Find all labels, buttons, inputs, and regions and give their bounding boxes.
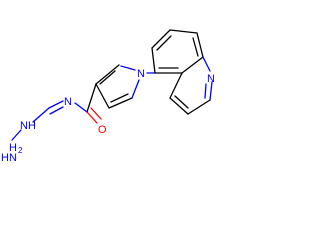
bond-cimine-nh [32, 107, 50, 123]
bond-c3-c4-double [174, 95, 189, 109]
pyrrole-ring [95, 64, 140, 109]
molecule-diagram: N N N O NH H N H 2 [1, 29, 215, 164]
bond-nh-n [11, 129, 22, 141]
hydrazine-h2-subscript: 2 [18, 146, 23, 155]
bond-n1-c2 [120, 65, 136, 71]
bond-n1-c2 [209, 81, 213, 101]
bond-n1-c2-double [204, 83, 207, 99]
structure-drawing: N N N O NH H N H 2 [1, 29, 215, 164]
bond-c8a-n1 [202, 56, 211, 72]
amide-nitrogen-label: N [64, 96, 72, 108]
pyrrole-nitrogen-label: N [137, 68, 145, 80]
bond-c6-c7-double [156, 35, 172, 51]
bond-carbonyl-o-double [90, 107, 102, 120]
bond-c3-c4 [169, 97, 189, 115]
hydrazine-n-label: N [9, 152, 17, 164]
bond-c2-c3 [187, 99, 211, 115]
bond-c4-c5-double [110, 93, 129, 103]
bond-c4-c5 [108, 97, 133, 109]
carbonyl-oxygen-label: O [98, 124, 107, 136]
amide-group [74, 83, 102, 124]
hydrazine-chain [11, 100, 64, 141]
bond-c5-c6 [151, 47, 156, 74]
bond-c4-c4a [169, 72, 183, 99]
bond-c5-n1 [131, 79, 140, 99]
bond-c8a-c4a [181, 56, 204, 74]
bond-c8-c8a [196, 32, 204, 58]
hydrazine-h-label: H [1, 152, 9, 164]
bond-n-cimine [48, 100, 64, 109]
hydrazine-h2-label: H [9, 142, 17, 154]
bond-c2-c3-double [99, 70, 116, 85]
bond-c6-c7 [151, 29, 171, 49]
bond-c3-carbonyl [86, 83, 97, 113]
bond-c2-c3 [95, 64, 120, 85]
bond-carbonyl-o [86, 111, 98, 124]
bond-n-cimine-double [49, 106, 64, 115]
bond-carbonyl-n [74, 102, 88, 113]
bond-c8-c8a-double [192, 37, 199, 57]
quinoline-system [146, 29, 213, 115]
quinoline-nitrogen-label: N [207, 73, 215, 85]
imine-nh-label: NH [20, 120, 36, 132]
bond-c7-c8 [169, 29, 198, 34]
bond-c3-c4 [95, 83, 110, 109]
